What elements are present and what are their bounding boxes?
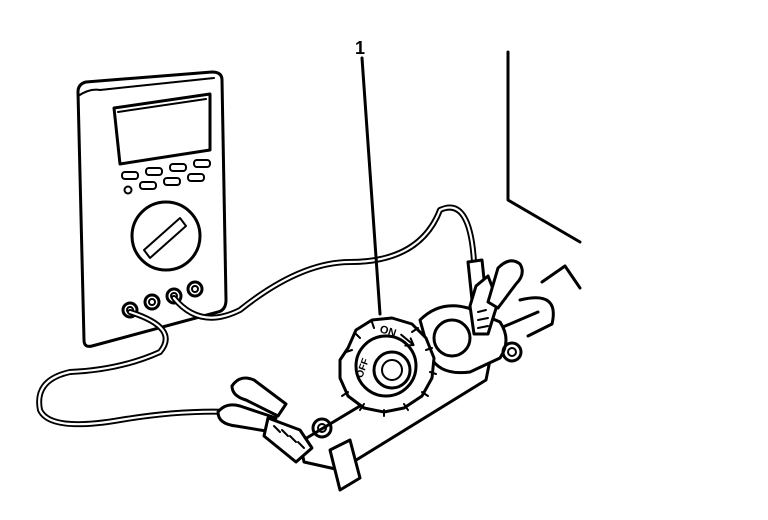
- ignition-switch: ON OFF: [338, 316, 437, 417]
- callout-number: 1: [355, 38, 365, 58]
- multimeter-rotary-dial: [130, 200, 202, 272]
- switch-bracket: [298, 296, 555, 492]
- multimeter-buttons: [121, 159, 211, 195]
- multimeter-body: [76, 70, 228, 348]
- multimeter: [76, 70, 228, 348]
- alligator-clip-left: [216, 376, 314, 464]
- multimeter-input-jacks: [121, 280, 204, 319]
- test-leads: [36, 204, 477, 428]
- alligator-clip-right: [466, 258, 524, 336]
- multimeter-display: [112, 92, 212, 166]
- switch-on-label: ON: [378, 323, 397, 340]
- callout-1: 1: [355, 38, 382, 316]
